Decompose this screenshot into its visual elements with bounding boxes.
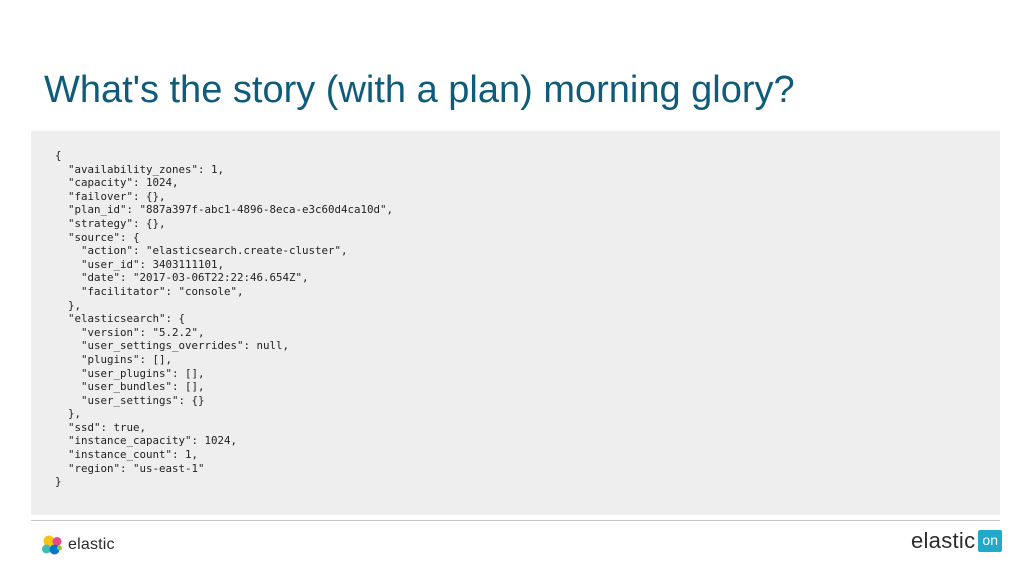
elastic-logo-text: elastic bbox=[68, 536, 115, 553]
elasticon-logo: elastic on bbox=[911, 528, 1002, 554]
elastic-logo: elastic bbox=[40, 533, 115, 557]
json-code-block: { "availability_zones": 1, "capacity": 1… bbox=[55, 149, 394, 489]
slide-title: What's the story (with a plan) morning g… bbox=[44, 69, 795, 111]
elasticon-logo-badge: on bbox=[978, 530, 1002, 552]
elasticon-logo-word: elastic bbox=[910, 528, 976, 553]
code-panel: { "availability_zones": 1, "capacity": 1… bbox=[31, 131, 1000, 515]
footer-divider bbox=[31, 520, 1000, 521]
elastic-cluster-logo-icon bbox=[42, 535, 62, 555]
